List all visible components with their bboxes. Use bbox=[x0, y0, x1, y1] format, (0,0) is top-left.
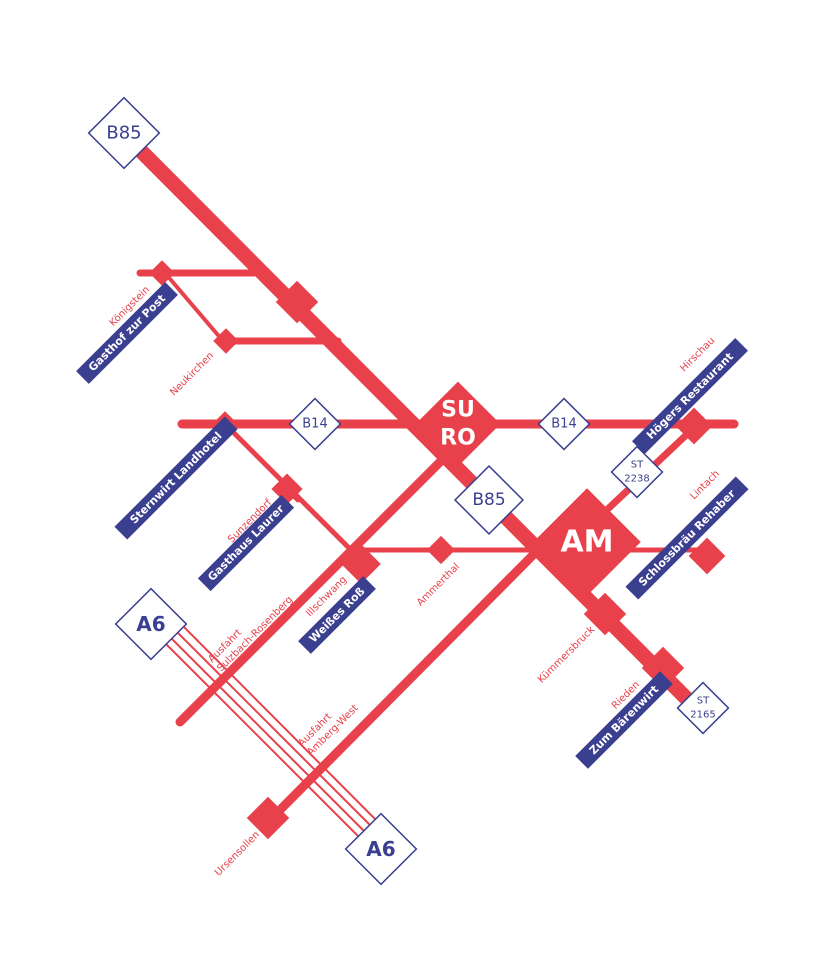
town-labels: Königstein Neukirchen Weigendorf/Högen S… bbox=[108, 284, 722, 878]
road-sulzbach-exit bbox=[175, 442, 460, 727]
restaurant-zum-baerenwirt[interactable]: Zum Bärenwirt bbox=[575, 671, 673, 769]
svg-text:B14: B14 bbox=[302, 417, 327, 432]
junction-sunzendorf bbox=[271, 473, 303, 505]
town-neukirchen: Neukirchen bbox=[168, 350, 216, 398]
svg-text:B14: B14 bbox=[551, 417, 576, 432]
svg-text:2238: 2238 bbox=[624, 474, 649, 485]
sign-b14-east: B14 bbox=[537, 397, 591, 451]
restaurant-sternwirt[interactable]: Sternwirt Landhotel bbox=[114, 416, 238, 540]
sign-st2165: ST 2165 bbox=[676, 681, 730, 735]
junction-neukirchen bbox=[213, 328, 239, 354]
restaurant-gasthaus-laurer[interactable]: Gasthaus Laurer bbox=[197, 494, 295, 592]
city-suro-line2: RO bbox=[440, 426, 476, 451]
svg-text:Schlossbräu Rehaber: Schlossbräu Rehaber bbox=[636, 487, 738, 589]
restaurant-gasthof-zur-post[interactable]: Gasthof zur Post bbox=[76, 282, 178, 384]
junction-koenigstein bbox=[149, 260, 175, 286]
exit-sulzbach-line2: Sulzbach-Rosenberg bbox=[215, 594, 295, 674]
city-am[interactable]: AM bbox=[533, 488, 641, 596]
city-suro-line1: SU bbox=[441, 398, 475, 423]
city-suro[interactable]: SU RO bbox=[415, 381, 501, 467]
junction-b85-north bbox=[275, 280, 319, 324]
city-am-label: AM bbox=[560, 525, 613, 560]
svg-text:A6: A6 bbox=[366, 837, 395, 861]
junction-hirschau bbox=[675, 407, 713, 445]
motorway-a6 bbox=[161, 625, 383, 842]
svg-text:B85: B85 bbox=[472, 490, 505, 510]
sign-a6-west: A6 bbox=[114, 587, 188, 661]
road-koenigstein-neukirchen bbox=[163, 271, 225, 343]
junction-illschwang bbox=[341, 544, 381, 584]
junction-lintach bbox=[688, 537, 726, 575]
svg-text:Gasthaus Laurer: Gasthaus Laurer bbox=[205, 502, 287, 584]
sign-b85-center: B85 bbox=[453, 464, 525, 536]
sign-b14-west: B14 bbox=[288, 397, 342, 451]
svg-text:2165: 2165 bbox=[690, 710, 715, 721]
sign-a6-south: A6 bbox=[344, 812, 418, 886]
road-amberg-west bbox=[267, 548, 540, 823]
svg-text:ST: ST bbox=[697, 696, 710, 707]
sign-st2238: ST 2238 bbox=[610, 445, 664, 499]
restaurant-schlossbraeu[interactable]: Schlossbräu Rehaber bbox=[625, 476, 749, 600]
svg-text:A6: A6 bbox=[136, 612, 165, 636]
town-ursensollen: Ursensollen bbox=[213, 829, 262, 878]
svg-text:B85: B85 bbox=[106, 123, 141, 144]
svg-text:ST: ST bbox=[631, 460, 644, 471]
svg-text:Sternwirt Landhotel: Sternwirt Landhotel bbox=[127, 429, 224, 526]
town-kuemmersbruck: Kümmersbruck bbox=[536, 624, 597, 685]
junction-ammerthal bbox=[426, 535, 456, 565]
town-ammerthal: Ammerthal bbox=[415, 561, 462, 608]
sign-b85-northwest: B85 bbox=[87, 96, 161, 170]
